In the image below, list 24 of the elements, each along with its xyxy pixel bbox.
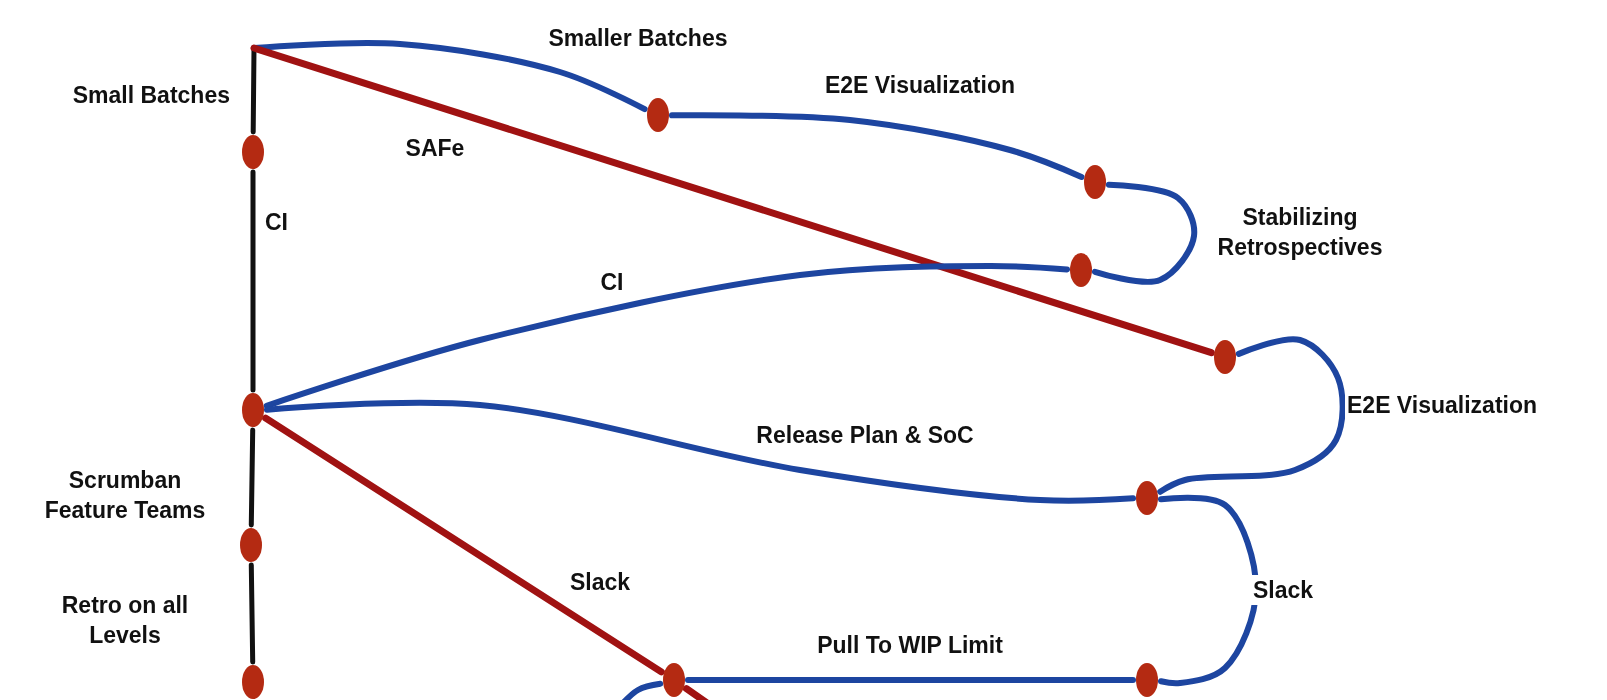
connector-line [264, 399, 1136, 504]
dot-marker [1136, 663, 1158, 697]
dot-marker [647, 98, 669, 132]
connector-line [1091, 181, 1198, 285]
connector-line [669, 112, 1085, 180]
connector-line [262, 414, 665, 676]
dot-marker [1084, 165, 1106, 199]
connector-line [685, 677, 1136, 683]
connector-line [1157, 494, 1259, 687]
dot-marker [240, 528, 262, 562]
connector-line [248, 427, 256, 528]
dot-marker [242, 665, 264, 699]
connector-line [250, 44, 1215, 357]
dot-marker [242, 135, 264, 169]
connector-line [1157, 336, 1346, 495]
connector-line [248, 562, 256, 665]
dot-marker [663, 663, 685, 697]
edge-label: Slack [1250, 575, 1316, 605]
connector-line [250, 169, 256, 393]
connector-line [263, 263, 1070, 409]
dot-marker [242, 393, 264, 427]
dot-marker [1070, 253, 1092, 287]
dot-marker [1136, 481, 1158, 515]
dot-marker [1214, 340, 1236, 374]
